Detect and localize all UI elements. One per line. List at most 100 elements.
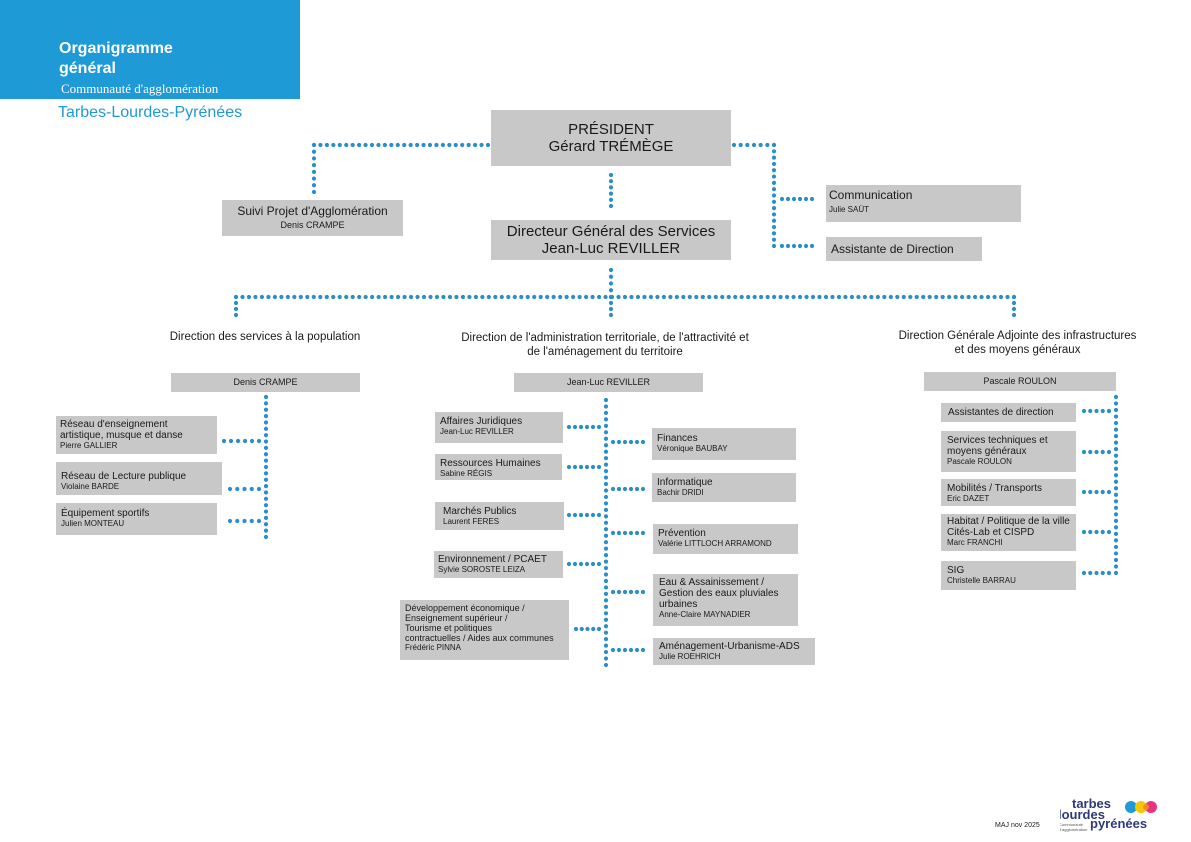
unit-name: Anne-Claire MAYNADIER: [659, 610, 751, 619]
connector-dot: [634, 589, 640, 595]
unit-label: Développement économique /: [405, 603, 525, 613]
connector-dot: [1011, 294, 1017, 300]
connector-dot: [571, 294, 576, 300]
connector-dot: [1094, 489, 1099, 495]
header-band: [0, 0, 300, 99]
direction-population-title: Direction des services à la population: [169, 331, 361, 343]
unit-label: Ressources Humaines: [440, 458, 541, 469]
connector-dot: [622, 439, 628, 445]
connector-dot: [608, 172, 614, 178]
connector-dot: [603, 294, 608, 300]
unit-name: Sabine RÉGIS: [440, 469, 493, 478]
connector-dot: [318, 142, 323, 148]
connector-dot: [700, 294, 705, 300]
connector-dot: [628, 647, 634, 653]
connector-dot: [634, 486, 640, 492]
connector-dot: [240, 294, 245, 300]
unit-name: Julien MONTEAU: [61, 519, 125, 528]
connector-dot: [485, 142, 491, 148]
connector-dot: [603, 611, 609, 616]
connector-dot: [803, 243, 809, 249]
unit-name: Pascale ROULON: [947, 457, 1012, 466]
connector-dot: [608, 300, 614, 306]
unit-label: Environnement / PCAET: [438, 554, 547, 565]
unit-informatique: Informatique Bachir DRIDI: [652, 473, 796, 502]
unit-developpement-economique: Développement économique / Enseignement …: [400, 600, 569, 660]
connector-dot: [590, 294, 595, 300]
connector-dot: [402, 294, 407, 300]
connector-dot: [642, 294, 647, 300]
unit-name: Eric DAZET: [947, 494, 990, 503]
svg-text:Communauté: Communauté: [1060, 822, 1084, 827]
connector-dot: [263, 509, 269, 514]
connector-dot: [1011, 312, 1017, 318]
connector-dot: [246, 294, 252, 300]
connector-bar-population: [233, 294, 239, 318]
connector-dot: [616, 439, 622, 445]
connector-admin-left: [573, 626, 602, 632]
connector-dot: [263, 522, 269, 527]
connector-dot: [421, 142, 426, 148]
connector-dot: [584, 424, 590, 430]
connector-dot: [830, 294, 835, 300]
connector-dot: [603, 443, 609, 448]
connector-dot: [797, 243, 803, 249]
page-subtitle: Communauté d'agglomération: [61, 81, 219, 96]
administration-head-box: Jean-Luc REVILLER: [514, 373, 703, 392]
connector-dot: [610, 530, 616, 536]
connector-dot: [311, 189, 317, 195]
connector-dot: [1113, 512, 1119, 517]
connector-dot: [1113, 564, 1119, 569]
connector-dot: [311, 149, 317, 154]
connector-president-dgs: [608, 172, 614, 209]
connector-dot: [305, 294, 310, 300]
connector-dot: [778, 294, 783, 300]
connector-dot: [389, 294, 394, 300]
connector-admin-right: [610, 486, 646, 492]
connector-dot: [785, 196, 791, 202]
connector-dot: [1094, 529, 1099, 535]
president-role: PRÉSIDENT: [568, 121, 654, 138]
connector-dot: [233, 312, 239, 318]
connector-admin-right: [610, 439, 646, 445]
connector-dot: [771, 199, 777, 204]
connector-dot: [1100, 529, 1105, 535]
connector-dot: [408, 294, 414, 300]
connector-dot: [263, 528, 269, 533]
connector-dot: [1100, 570, 1105, 576]
connector-dot: [713, 294, 718, 300]
connector-dot: [616, 294, 621, 300]
connector-dot: [1094, 570, 1099, 576]
unit-label: contractuelles / Aides aux communes: [405, 633, 554, 643]
connector-dot: [1113, 440, 1119, 445]
svg-text:pyrénées: pyrénées: [1090, 816, 1147, 831]
unit-name: Bachir DRIDI: [657, 488, 704, 497]
connector-dot: [791, 196, 797, 202]
connector-dot: [947, 294, 952, 300]
connector-dot: [603, 520, 609, 525]
connector-dot: [720, 294, 725, 300]
connector-admin-right: [610, 530, 646, 536]
connector-dot: [235, 486, 240, 492]
connector-dot: [572, 512, 578, 518]
connector-dot: [1100, 408, 1105, 414]
suivi-projet-name: Denis CRAMPE: [280, 220, 345, 230]
connector-infra-spine: [1113, 394, 1119, 576]
connector-dot: [311, 169, 317, 174]
connector-dot: [473, 142, 478, 148]
connector-dot: [603, 578, 609, 584]
connector-admin-right: [610, 589, 646, 595]
unit-label: Finances: [657, 433, 698, 444]
connector-dot: [608, 294, 614, 300]
connector-dot: [479, 142, 484, 148]
connector-dot: [1106, 489, 1112, 495]
connector-dot: [771, 142, 777, 148]
connector-dot: [771, 155, 777, 160]
unit-name: Laurent FERES: [443, 517, 500, 526]
connector-dot: [324, 294, 329, 300]
connector-dot: [590, 512, 596, 518]
connector-dot: [578, 561, 584, 567]
connector-dot: [869, 294, 874, 300]
connector-dot: [551, 294, 556, 300]
